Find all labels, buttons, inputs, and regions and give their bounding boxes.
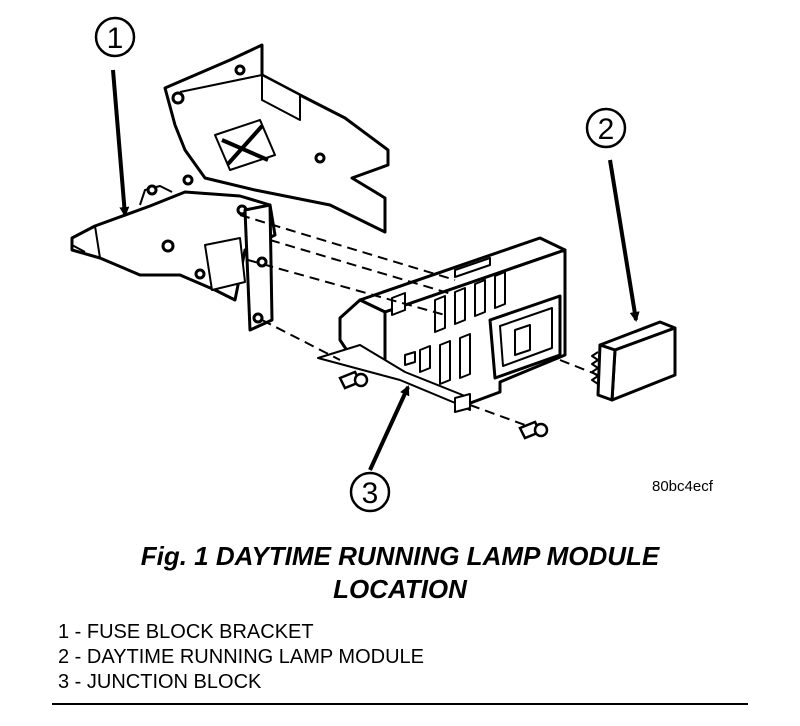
- callout-1: 1: [94, 16, 136, 58]
- junction-block: [317, 236, 567, 413]
- screw-right: [518, 420, 549, 440]
- callout-arrows: [111, 69, 640, 471]
- callout-circle-1: [94, 16, 136, 58]
- legend-item: 1 - FUSE BLOCK BRACKET: [58, 621, 314, 643]
- legend-item: 2 - DAYTIME RUNNING LAMP MODULE: [58, 646, 424, 668]
- exploded-view-illustration: 1 2 3: [70, 16, 677, 513]
- assembly-lines: [239, 214, 599, 426]
- callout-number-2: 2: [598, 113, 615, 146]
- callout-3: 3: [349, 471, 391, 513]
- figure-caption: Fig. 1 DAYTIME RUNNING LAMP MODULE LOCAT…: [0, 540, 800, 606]
- callout-number-3: 3: [362, 477, 379, 510]
- callout-number-1: 1: [107, 22, 124, 55]
- callout-circle-2: [585, 107, 627, 149]
- bottom-divider: [52, 703, 748, 705]
- drl-module: [591, 320, 677, 402]
- caption-line-2: LOCATION: [333, 574, 467, 604]
- callout-circle-3: [349, 471, 391, 513]
- legend-item: 3 - JUNCTION BLOCK: [58, 671, 262, 693]
- callout-2: 2: [585, 107, 627, 149]
- fuse-block-bracket: [70, 43, 390, 332]
- figure-code: 80bc4ecf: [652, 478, 713, 495]
- parts-legend: 1 - FUSE BLOCK BRACKET 2 - DAYTIME RUNNI…: [58, 620, 424, 695]
- screw-left: [338, 370, 369, 390]
- caption-line-1: Fig. 1 DAYTIME RUNNING LAMP MODULE: [140, 541, 660, 571]
